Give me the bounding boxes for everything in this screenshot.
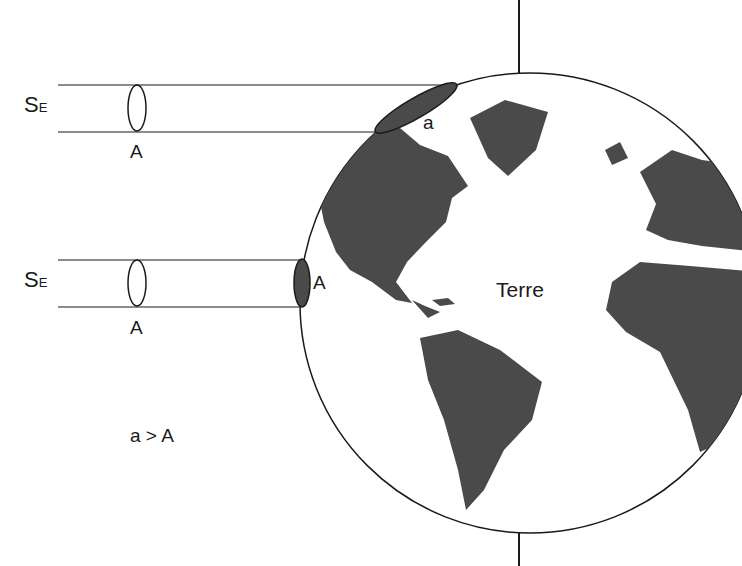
area-label: A — [313, 273, 326, 292]
africa — [606, 262, 742, 452]
flux-label: SE — [24, 269, 47, 291]
iceland — [605, 142, 628, 165]
lit-area — [294, 259, 310, 307]
caribbean — [432, 298, 455, 306]
flux-label: SE — [24, 94, 47, 116]
axis-line — [518, 532, 520, 566]
south-america — [420, 330, 542, 510]
north-america — [318, 128, 468, 303]
greenland — [470, 100, 548, 176]
sun-ray — [58, 84, 457, 85]
globe — [300, 73, 742, 533]
area-label: A — [130, 318, 143, 337]
beam-section — [128, 260, 146, 306]
earth-label: Terre — [496, 279, 544, 300]
sun-ray — [58, 306, 300, 307]
area-label: a — [423, 113, 434, 132]
beam-section — [128, 85, 146, 131]
sun-ray — [58, 131, 376, 132]
comparison-note: a > A — [130, 426, 174, 445]
sun-ray — [58, 259, 304, 260]
europe — [640, 150, 742, 252]
lit-area — [370, 76, 461, 140]
area-label: A — [130, 142, 143, 161]
continents — [318, 100, 742, 510]
axis-line — [518, 0, 520, 74]
